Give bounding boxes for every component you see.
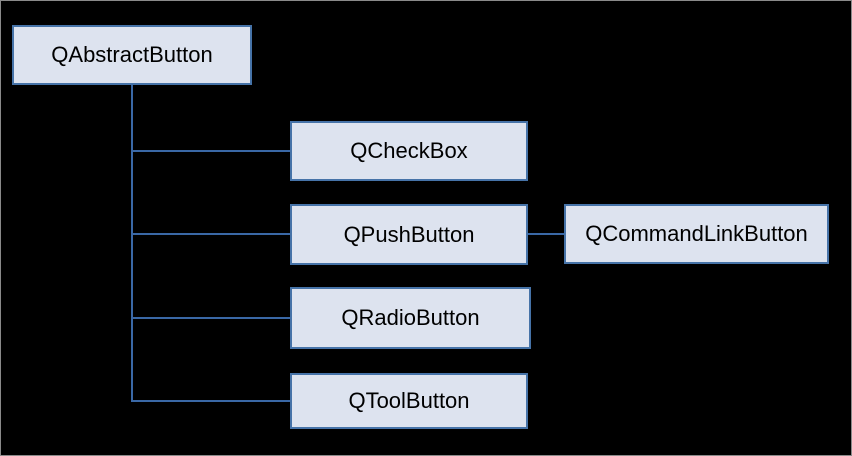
node-qabstractbutton[interactable]: QAbstractButton: [12, 25, 252, 85]
node-qcommandlinkbutton[interactable]: QCommandLinkButton: [564, 204, 829, 264]
node-label: QPushButton: [343, 221, 475, 247]
node-label: QRadioButton: [341, 305, 480, 330]
node-qradiobutton[interactable]: QRadioButton: [290, 287, 531, 349]
node-label: QToolButton: [348, 388, 470, 413]
node-label: QCommandLinkButton: [585, 221, 808, 246]
node-qtoolbutton[interactable]: QToolButton: [290, 373, 528, 429]
edge-trunk-vertical: [131, 85, 133, 402]
node-qcheckbox[interactable]: QCheckBox: [290, 121, 528, 181]
edge-qpushbutton-to-qcommandlinkbutton: [528, 233, 564, 235]
edge-qabstractbutton-to-qcheckbox: [131, 150, 290, 152]
edge-qabstractbutton-to-qpushbutton: [131, 233, 290, 235]
edge-qabstractbutton-to-qradiobutton: [131, 317, 290, 319]
node-label: QCheckBox: [350, 138, 468, 163]
edge-qabstractbutton-to-qtoolbutton: [131, 400, 290, 402]
node-qpushbutton[interactable]: QPushButton: [290, 204, 528, 265]
node-label: QAbstractButton: [51, 42, 213, 67]
